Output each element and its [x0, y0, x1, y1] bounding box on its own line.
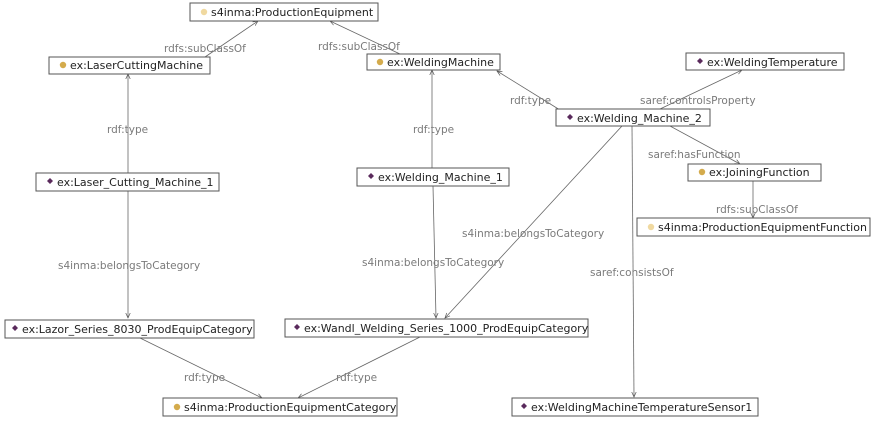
edge-wm-subclassof[interactable]	[330, 20, 401, 55]
edge-label-wm2-controlsproperty: saref:controlsProperty	[640, 95, 756, 107]
class-icon	[698, 168, 706, 176]
edge-label-wm1-type: rdf:type	[413, 124, 454, 136]
node-welding-machine-2[interactable]: ex:Welding_Machine_2	[555, 108, 711, 127]
edge-wm2-consistsof[interactable]	[632, 125, 634, 397]
edge-label-wm2-belongstocategory: s4inma:belongsToCategory	[462, 228, 604, 240]
edge-label-lazor-type: rdf:type	[184, 372, 225, 384]
individual-icon	[567, 114, 573, 120]
class-light-icon	[200, 8, 208, 16]
edge-lazor-type[interactable]	[139, 337, 262, 398]
edge-wm2-controlsproperty[interactable]	[659, 69, 742, 110]
edge-lcm-subclassof[interactable]	[204, 21, 258, 58]
individual-icon	[12, 325, 18, 331]
edge-label-wandl-type: rdf:type	[336, 372, 377, 384]
node-label: ex:WeldingMachineTemperatureSensor1	[531, 401, 752, 414]
node-welding-machine-1[interactable]: ex:Welding_Machine_1	[356, 167, 510, 187]
node-label: ex:Welding_Machine_2	[577, 112, 702, 125]
node-label: ex:JoiningFunction	[709, 166, 810, 179]
edge-wm2-hasfunction[interactable]	[669, 125, 740, 164]
individual-icon	[368, 173, 374, 179]
node-label: ex:Laser_Cutting_Machine_1	[57, 176, 214, 189]
class-icon	[59, 61, 67, 69]
individual-icon	[294, 324, 300, 330]
edge-label-wm2-consistsof: saref:consistsOf	[590, 267, 674, 279]
edge-label-wm2-hasfunction: saref:hasFunction	[648, 149, 741, 161]
node-joining-function[interactable]: ex:JoiningFunction	[687, 163, 822, 182]
class-icon	[376, 58, 384, 66]
individual-icon	[697, 58, 703, 64]
class-icon	[173, 403, 181, 411]
edges: rdfs:subClassOf rdfs:subClassOf rdf:type…	[58, 21, 798, 398]
edge-label-lcm1-belongstocategory: s4inma:belongsToCategory	[58, 260, 200, 272]
node-label: s4inma:ProductionEquipmentCategory	[184, 401, 397, 414]
edge-label-wm2-type: rdf:type	[510, 95, 551, 107]
edge-label-lcm-subclassof: rdfs:subClassOf	[164, 43, 246, 55]
edge-wm2-belongstocategory[interactable]	[445, 125, 623, 318]
edge-label-wm1-belongstocategory: s4inma:belongsToCategory	[362, 257, 504, 269]
node-laser-cutting-machine[interactable]: ex:LaserCuttingMachine	[48, 56, 211, 75]
node-production-equipment[interactable]: s4inma:ProductionEquipment	[189, 2, 379, 22]
node-wandl-category[interactable]: ex:Wandl_Welding_Series_1000_ProdEquipCa…	[284, 318, 589, 338]
node-temperature-sensor[interactable]: ex:WeldingMachineTemperatureSensor1	[511, 397, 759, 417]
node-label: ex:LaserCuttingMachine	[70, 59, 203, 72]
node-label: ex:Lazor_Series_8030_ProdEquipCategory	[22, 323, 253, 336]
edge-wandl-type[interactable]	[298, 336, 421, 398]
node-welding-temperature[interactable]: ex:WeldingTemperature	[685, 52, 845, 71]
edge-wm1-belongstocategory[interactable]	[432, 185, 436, 318]
node-label: ex:WeldingMachine	[387, 56, 494, 69]
node-label: s4inma:ProductionEquipment	[211, 6, 374, 19]
node-label: s4inma:ProductionEquipmentFunction	[658, 221, 867, 234]
edge-wm2-type[interactable]	[497, 71, 561, 111]
edge-label-jf-subclassof: rdfs:subClassOf	[716, 204, 798, 216]
node-production-equipment-function[interactable]: s4inma:ProductionEquipmentFunction	[636, 217, 871, 237]
node-lazor-category[interactable]: ex:Lazor_Series_8030_ProdEquipCategory	[4, 319, 255, 339]
nodes: s4inma:ProductionEquipment ex:LaserCutti…	[4, 2, 871, 417]
individual-icon	[47, 178, 53, 184]
individual-icon	[521, 403, 527, 409]
node-production-equipment-category[interactable]: s4inma:ProductionEquipmentCategory	[162, 397, 398, 417]
node-welding-machine[interactable]: ex:WeldingMachine	[366, 53, 501, 71]
node-label: ex:WeldingTemperature	[707, 56, 838, 69]
node-label: ex:Wandl_Welding_Series_1000_ProdEquipCa…	[304, 322, 589, 335]
edge-label-lcm1-type: rdf:type	[107, 124, 148, 136]
edge-label-wm-subclassof: rdfs:subClassOf	[318, 41, 400, 53]
node-label: ex:Welding_Machine_1	[378, 171, 503, 184]
node-laser-cutting-machine-1[interactable]: ex:Laser_Cutting_Machine_1	[35, 172, 220, 192]
class-light-icon	[647, 223, 655, 231]
